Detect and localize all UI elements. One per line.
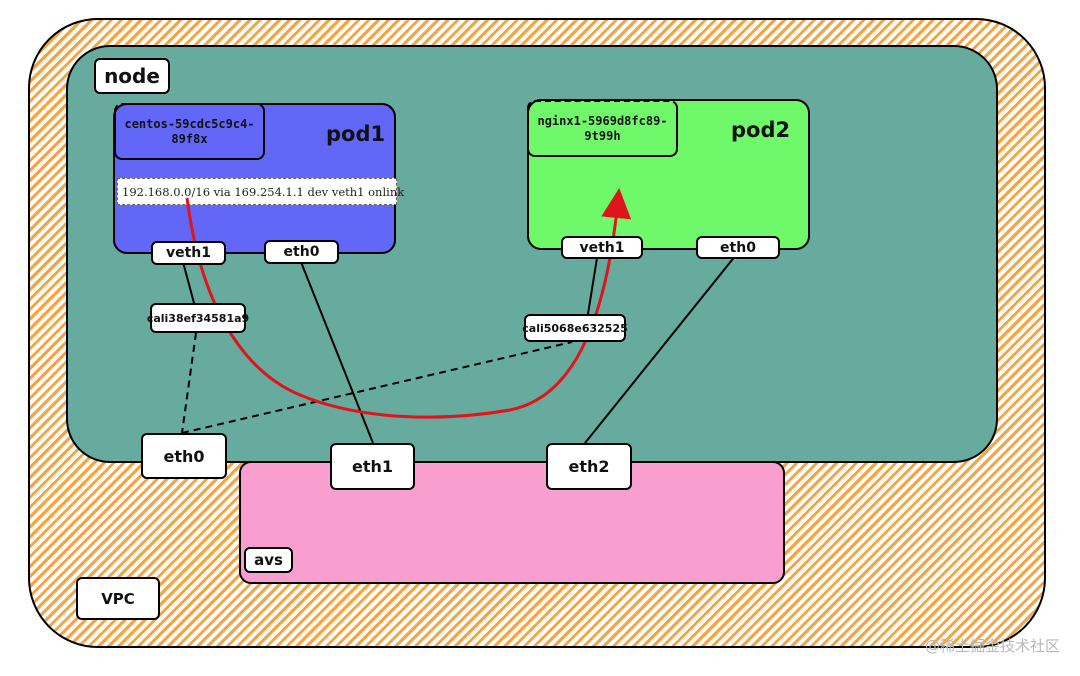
pod1-label: pod1 [326,122,386,146]
pod1-route: 192.168.0.0/16 via 169.254.1.1 dev veth1… [117,178,404,205]
pod1-eth0-label: eth0 [264,240,339,264]
node-eth2-label: eth2 [546,443,632,490]
cali-pod1-label: cali38ef34581a9 [147,303,249,333]
node-eth1-label: eth1 [330,443,415,490]
pod2-label: pod2 [731,118,791,142]
pod2-eth0-label: eth0 [696,236,780,259]
watermark: @稀土掘金技术社区 [924,637,1060,655]
vpc-label: VPC [76,577,160,620]
node-label: node [94,58,170,94]
pod2-name: nginx1-5969d8fc89- 9t99h [527,100,678,157]
pod1-veth1-label: veth1 [151,241,226,265]
cali-pod2-label: cali5068e632525 [522,314,628,342]
node-eth0-label: eth0 [141,433,227,479]
pod2-veth1-label: veth1 [561,236,643,259]
pod1-name: centos-59cdc5c9c4- 89f8x [114,103,265,160]
avs-label: avs [244,547,293,573]
avs-container [239,461,785,584]
